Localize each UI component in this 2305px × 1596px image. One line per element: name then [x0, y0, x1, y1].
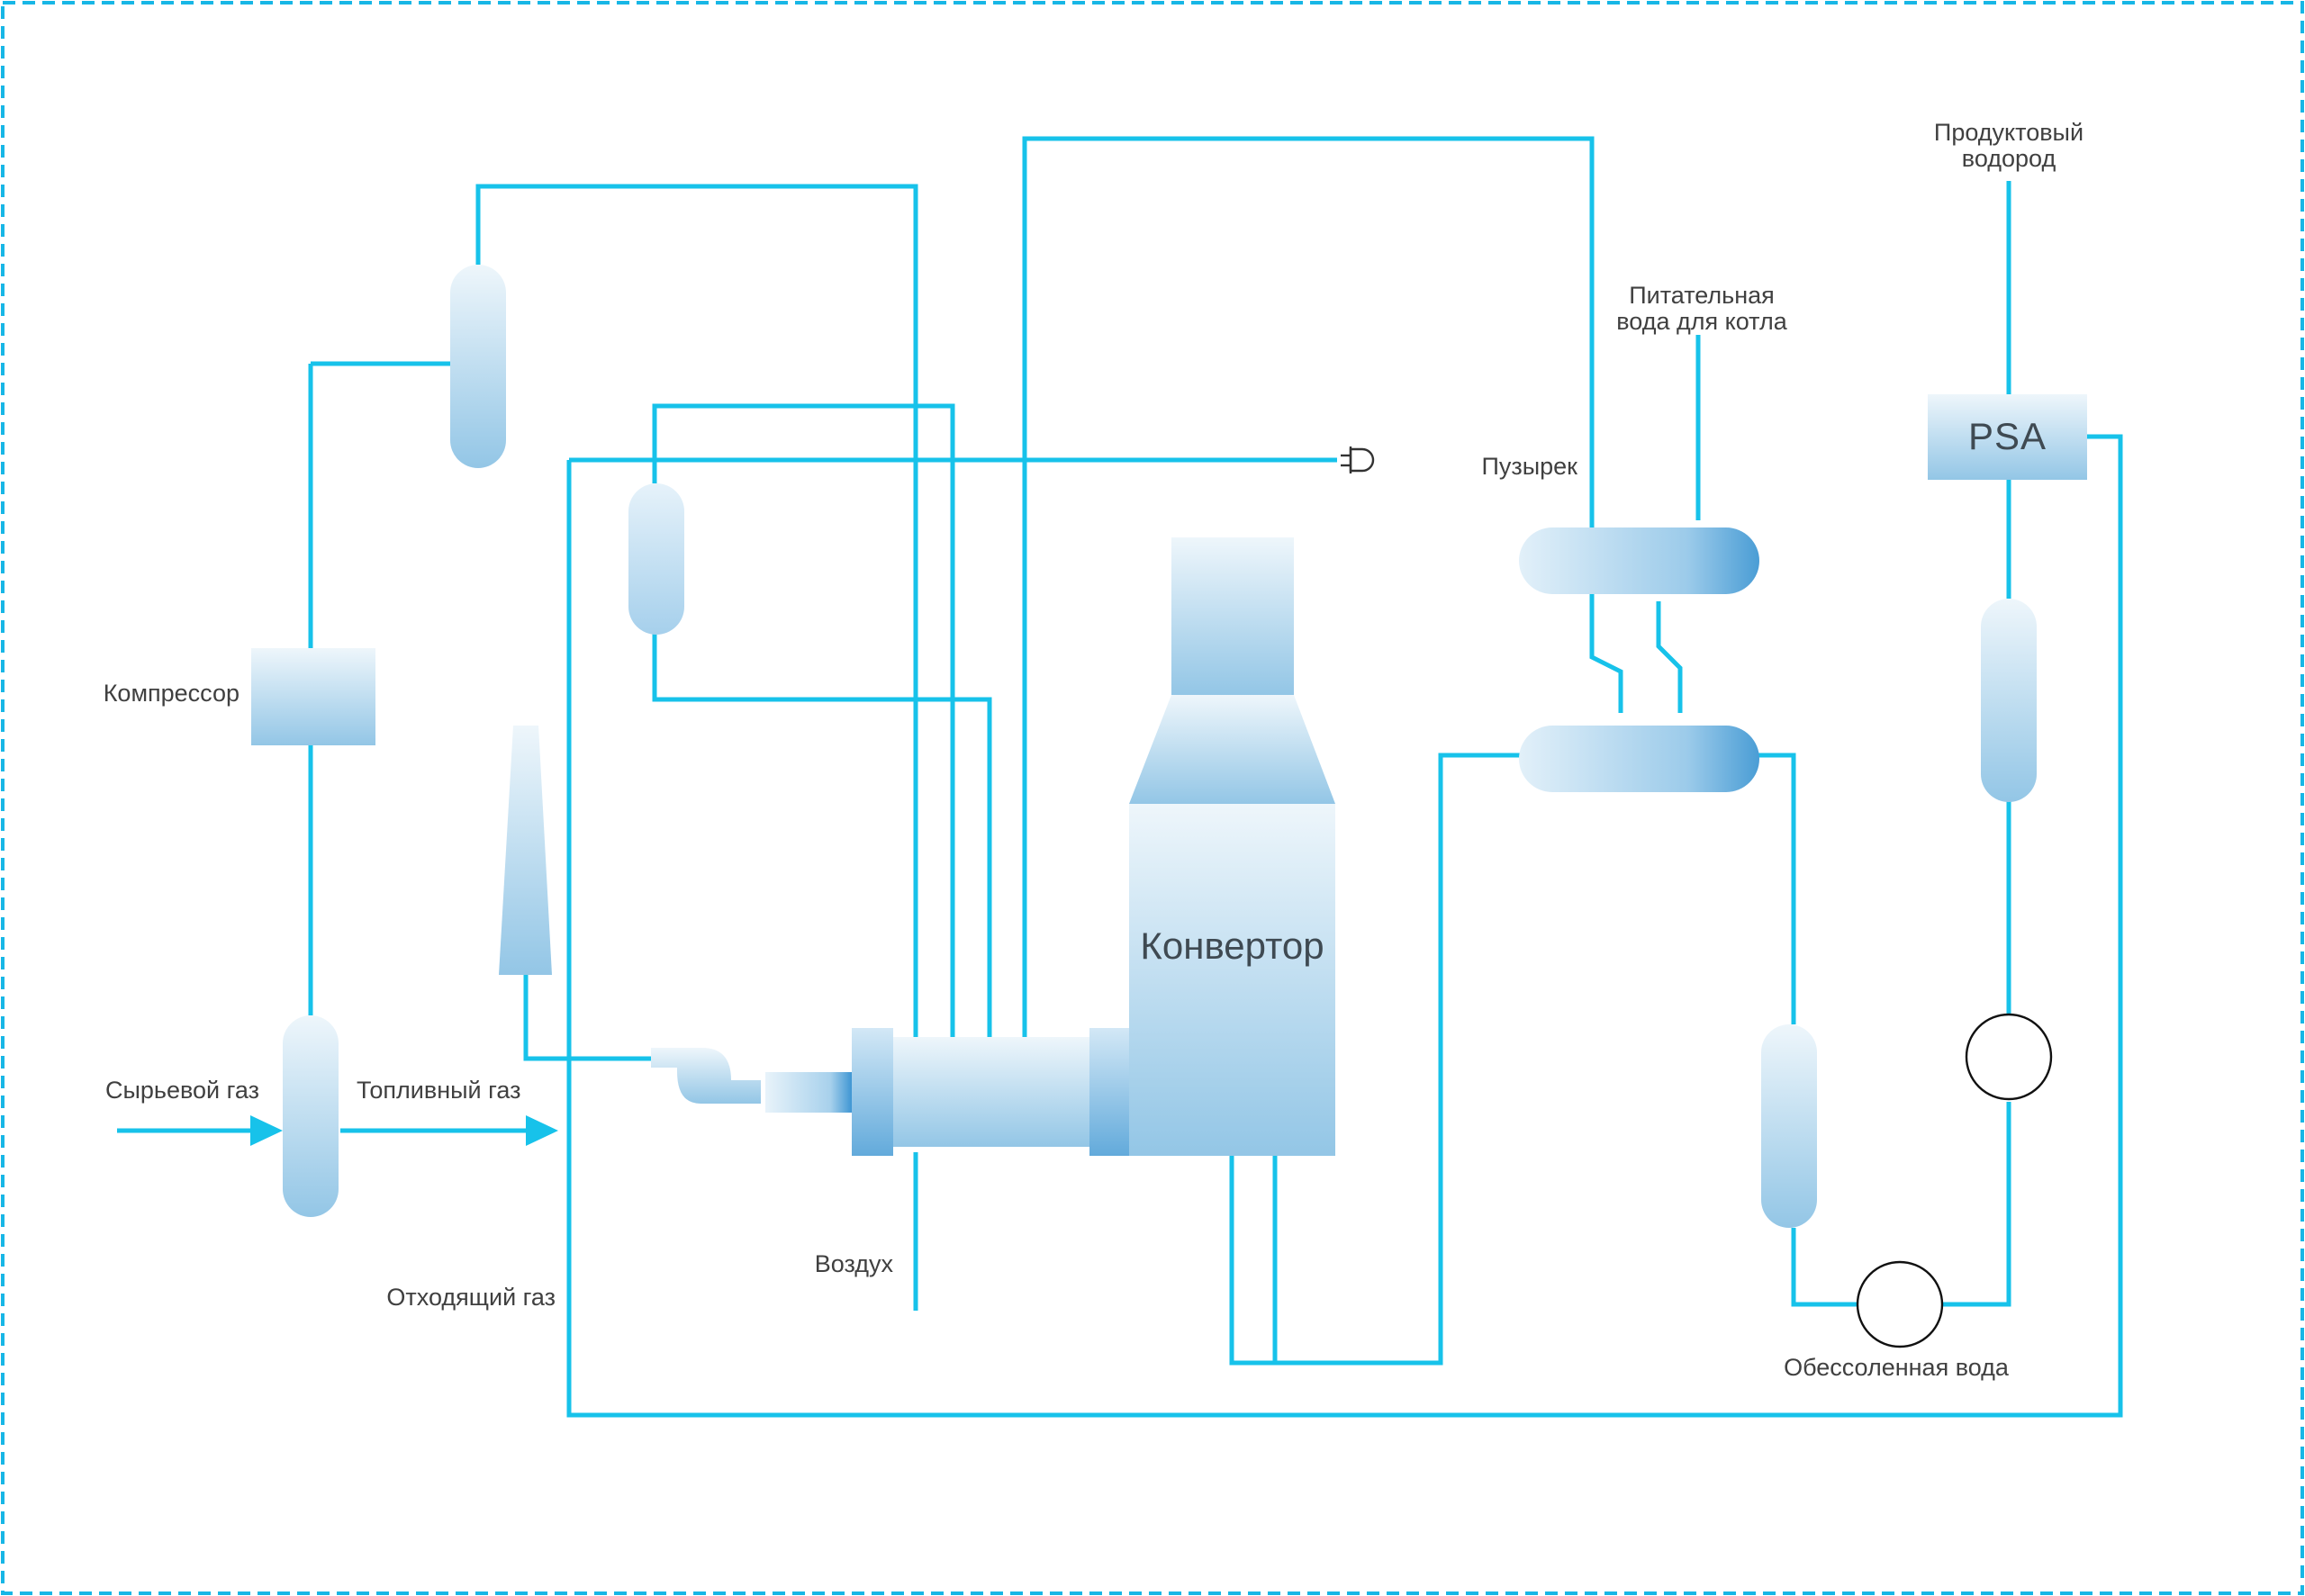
fuel-gas-arrow-icon [526, 1115, 558, 1146]
label-compressor: Компрессор [103, 680, 240, 707]
pipe-middle-drum-lower [652, 632, 992, 1037]
label-demineralized-water: Обессоленная вода [1784, 1354, 2009, 1381]
pipe-flue-gas-loop [566, 434, 2123, 1418]
pipe-lower-drum-right [1756, 753, 1796, 1024]
compressor[interactable] [251, 648, 375, 745]
pipe-bottom-pump-right [1942, 1102, 2011, 1307]
label-raw-gas: Сырьевой газ [105, 1077, 259, 1104]
pipe-to-bottom-pump [1791, 1228, 1858, 1307]
label-air: Воздух [814, 1250, 893, 1277]
raw-gas-separator[interactable] [283, 1015, 339, 1217]
reformer-tube[interactable] [852, 1028, 1129, 1156]
label-product-hydrogen-line-1: Продуктовый [1933, 119, 2084, 146]
bottom-circle-pump-icon[interactable] [1856, 1260, 1944, 1348]
label-boiler-feed-water-line-2: вода для котла [1616, 308, 1787, 335]
converter-tower[interactable] [1129, 537, 1335, 1156]
label-boiler-feed-water-line-1: Питательная [1629, 282, 1775, 309]
middle-separator[interactable] [628, 483, 684, 635]
pipe-top-separator-loop [475, 184, 918, 1037]
burner-elbow[interactable] [651, 1048, 852, 1113]
label-converter: Конвертор [1140, 924, 1324, 967]
label-steam-drum: Пузырек [1481, 453, 1577, 480]
label-product-hydrogen: Продуктовый водород [1901, 120, 2117, 172]
label-fuel-gas: Топливный газ [357, 1077, 521, 1104]
pipe-converter-bottom [1229, 753, 1522, 1366]
waste-heat-drum[interactable] [1519, 726, 1759, 792]
hydrogen-separator[interactable] [1981, 599, 2037, 802]
right-circle-pump-icon[interactable] [1965, 1013, 2053, 1101]
label-flue-gas: Отходящий газ [386, 1284, 556, 1311]
label-boiler-feed-water: Питательная вода для котла [1594, 283, 1810, 335]
deaerator-separator[interactable] [1761, 1024, 1817, 1228]
pipes [117, 136, 2123, 1418]
pipe-drum-riser-right [1656, 601, 1683, 713]
pipe-middle-drum-loop [652, 403, 955, 1037]
pipe-top-loop-steam-drum [1022, 136, 1595, 1037]
steam-drum[interactable] [1519, 527, 1759, 594]
top-separator[interactable] [450, 265, 506, 468]
fuel-cone[interactable] [499, 726, 552, 975]
psa-unit[interactable] [1928, 394, 2087, 480]
pipe-drum-riser-left [1589, 591, 1623, 713]
stack-symbol-icon [1341, 446, 1375, 473]
label-psa: PSA [1967, 415, 2047, 457]
label-product-hydrogen-line-2: водород [1961, 145, 2056, 172]
raw-gas-arrow-icon [250, 1115, 283, 1146]
pipe-fuel-cone [523, 975, 651, 1061]
